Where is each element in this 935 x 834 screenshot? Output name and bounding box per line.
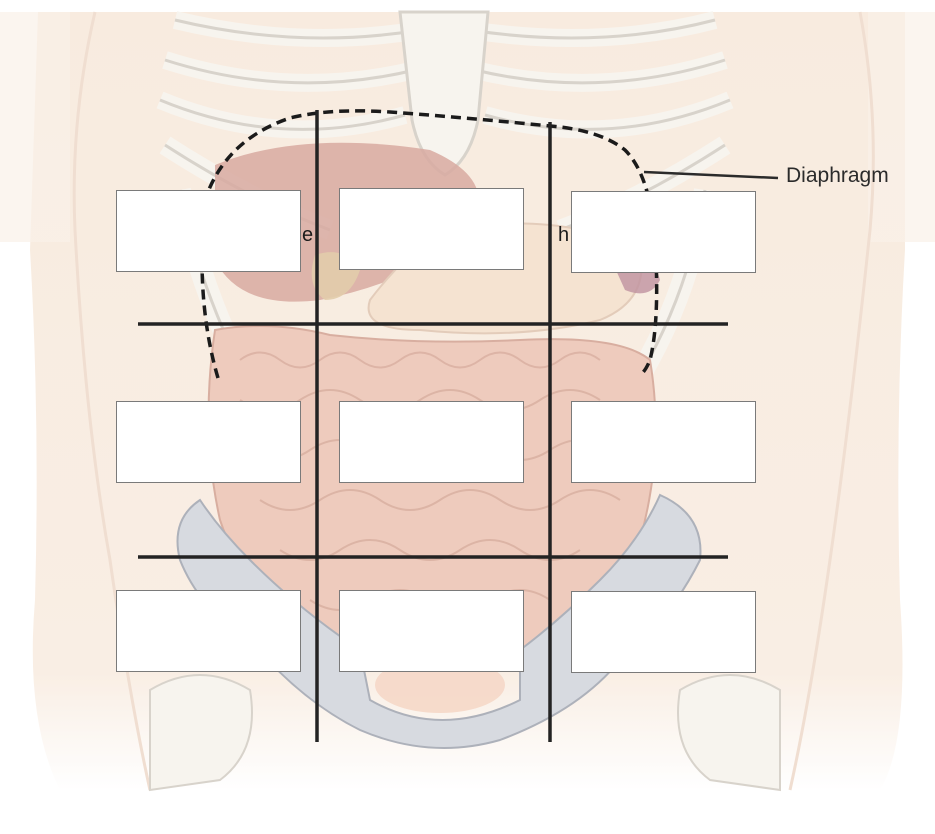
label-box-right-hypochondriac[interactable] [116, 190, 301, 272]
hip-right [677, 674, 781, 792]
body-outline-left [72, 11, 152, 791]
label-box-left-iliac[interactable] [571, 591, 756, 673]
label-box-epigastric[interactable] [339, 188, 524, 270]
label-box-right-iliac[interactable] [116, 590, 301, 672]
diaphragm-callout-line [643, 170, 779, 180]
label-box-umbilical[interactable] [339, 401, 524, 483]
body-outline-right [788, 11, 875, 791]
hip-left [149, 674, 253, 792]
region-grid [138, 110, 728, 742]
arm-right [868, 12, 935, 242]
hidden-text-fragments: e h [302, 224, 569, 246]
label-box-hypogastric[interactable] [339, 590, 524, 672]
label-box-left-hypochondriac[interactable] [571, 191, 756, 273]
label-box-right-lumbar[interactable] [116, 401, 301, 483]
arm-left [0, 12, 70, 242]
svg-text:h: h [558, 224, 569, 246]
svg-text:e: e [302, 224, 313, 246]
label-box-left-lumbar[interactable] [571, 401, 756, 483]
diaphragm-label: Diaphragm [786, 164, 889, 187]
